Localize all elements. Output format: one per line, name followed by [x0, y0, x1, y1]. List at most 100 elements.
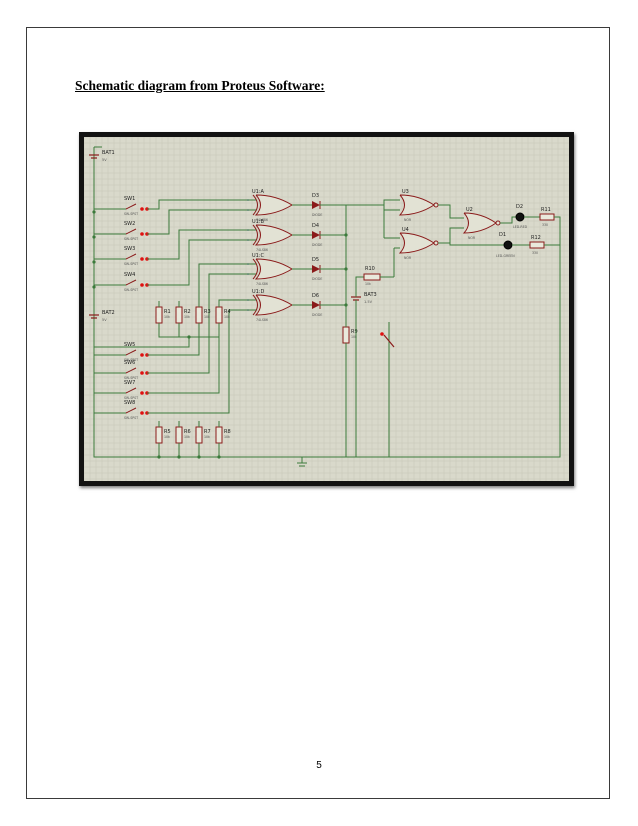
junction-dot — [217, 455, 221, 459]
switch-label: SW5 — [124, 342, 135, 348]
resistor-label: R4 — [224, 309, 231, 315]
xor-gate — [252, 258, 293, 280]
resistor — [175, 306, 183, 324]
nor-gate-u4 — [398, 232, 435, 254]
resistor-value: 330 — [542, 223, 548, 227]
battery-value: 1.5V — [364, 300, 373, 304]
diode-label: D5 — [312, 257, 319, 263]
switch-blade — [125, 253, 137, 260]
wire — [93, 147, 554, 458]
resistor-label: R2 — [184, 309, 191, 315]
switch-contact — [140, 283, 144, 287]
switch-label: SW3 — [124, 246, 135, 252]
diode-type: DIODE — [312, 313, 322, 317]
switch-blade — [125, 407, 137, 414]
diode-symbol — [312, 201, 320, 209]
resistor-value: 10k — [204, 435, 210, 439]
junction-dot — [92, 260, 96, 264]
switch-type: SW-SPST — [124, 237, 138, 241]
wire — [147, 229, 256, 260]
led-type: LED-RED — [513, 225, 528, 229]
resistor — [155, 426, 163, 444]
test-switch — [383, 334, 395, 348]
gate-type: 74LS86 — [256, 282, 268, 286]
resistor-value: 10k — [224, 435, 230, 439]
wire — [147, 209, 256, 235]
resistor-r9 — [342, 326, 350, 344]
resistor-value: 10k — [184, 435, 190, 439]
switch-type: SW-SPST — [124, 262, 138, 266]
diode-label: D4 — [312, 223, 319, 229]
junction-dot — [344, 233, 348, 237]
wire — [355, 276, 364, 297]
diode-label: D3 — [312, 193, 319, 199]
switch-label: SW1 — [124, 196, 135, 202]
resistor-value: 10k — [204, 315, 210, 319]
led-label: D1 — [499, 232, 506, 238]
led-d1 — [503, 240, 513, 250]
gate-label: U2 — [466, 207, 473, 213]
switch-type: SW-SPST — [124, 288, 138, 292]
led-label: D2 — [516, 204, 523, 210]
resistor-value: 10k — [351, 335, 357, 339]
xor-gate — [252, 224, 293, 246]
battery-label: BAT2 — [102, 310, 115, 316]
diode-symbol — [312, 301, 320, 309]
page-number: 5 — [316, 760, 322, 771]
switch-contact — [140, 232, 144, 236]
inverter-bubble — [433, 240, 439, 246]
wire — [500, 216, 518, 224]
gate-label: U3 — [402, 189, 409, 195]
resistor-label: R10 — [365, 266, 375, 272]
inverter-bubble — [433, 202, 439, 208]
junction-dot — [177, 455, 181, 459]
resistor — [195, 426, 203, 444]
switch-type: SW-SPST — [124, 212, 138, 216]
switch-type: SW-SPST — [124, 396, 138, 400]
nor-gate-u2 — [462, 212, 497, 234]
schematic-diagram: BAT15VBAT25VSW1SW-SPSTSW2SW-SPSTSW3SW-SP… — [84, 137, 569, 481]
gate-label: U1:B — [252, 219, 265, 225]
switch-type: SW-SPST — [124, 358, 138, 362]
wire — [449, 243, 506, 246]
diode-type: DIODE — [312, 277, 322, 281]
gate-type: 74LS86 — [256, 248, 268, 252]
diode-type: DIODE — [312, 243, 322, 247]
resistor-label: R3 — [204, 309, 211, 315]
battery-label: BAT1 — [102, 150, 115, 156]
inverter-bubble — [495, 220, 501, 226]
resistor-label: R7 — [204, 429, 211, 435]
resistor — [175, 426, 183, 444]
resistor-value: 10k — [365, 282, 371, 286]
switch-contact — [140, 411, 144, 415]
junction-dot — [344, 267, 348, 271]
switch-contact — [140, 207, 144, 211]
resistor — [215, 426, 223, 444]
junction-dot — [92, 210, 96, 214]
switch-contact — [140, 391, 144, 395]
diode-type: DIODE — [312, 213, 322, 217]
xor-gate — [252, 294, 293, 316]
switch-type: SW-SPST — [124, 416, 138, 420]
resistor-label: R12 — [531, 235, 541, 241]
switch-blade — [125, 228, 137, 235]
resistor-label: R5 — [164, 429, 171, 435]
switch-label: SW2 — [124, 221, 135, 227]
switch-blade — [125, 279, 137, 286]
gate-label: U1:A — [252, 189, 265, 195]
resistor-label: R8 — [224, 429, 231, 435]
battery-value: 5V — [102, 318, 107, 322]
page-border — [26, 27, 610, 799]
gate-type: NOR — [404, 256, 412, 260]
nor-gate-u3 — [398, 194, 435, 216]
led-type: LED-GREEN — [496, 254, 515, 258]
resistor-r10 — [363, 273, 381, 281]
switch-blade — [125, 367, 137, 374]
wire — [147, 299, 256, 394]
switch-blade — [125, 203, 137, 210]
resistor-value: 330 — [532, 251, 538, 255]
resistor-value: 10k — [184, 315, 190, 319]
wire — [554, 245, 561, 458]
